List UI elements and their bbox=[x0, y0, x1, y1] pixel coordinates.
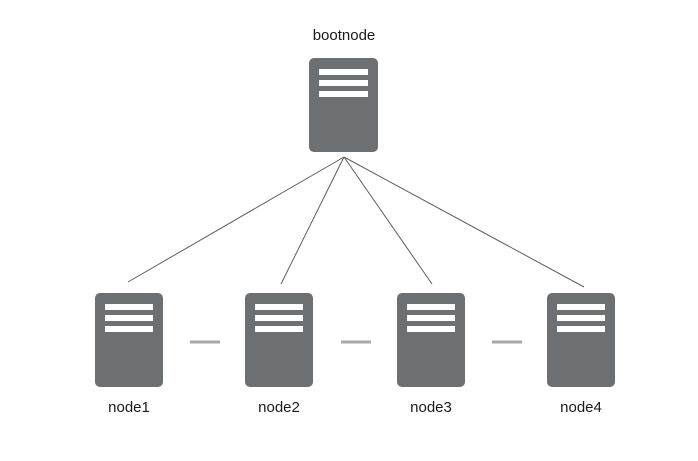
server-icon bbox=[397, 293, 465, 387]
server-icon-bars bbox=[407, 304, 455, 332]
server-icon-bars bbox=[319, 69, 368, 97]
server-icon-bars bbox=[255, 304, 303, 332]
node-label-node1: node1 bbox=[108, 399, 150, 416]
server-icon-bar bbox=[557, 315, 605, 321]
server-icon-bar bbox=[105, 304, 153, 310]
edge-bootnode-node2 bbox=[280, 156, 345, 285]
server-icon-bar bbox=[105, 315, 153, 321]
server-icon-bar bbox=[319, 80, 368, 86]
server-icon bbox=[245, 293, 313, 387]
server-icon-bar bbox=[407, 304, 455, 310]
server-icon-bars bbox=[105, 304, 153, 332]
server-icon bbox=[547, 293, 615, 387]
server-icon-bar bbox=[105, 326, 153, 332]
server-icon-bar bbox=[557, 326, 605, 332]
server-icon-bars bbox=[557, 304, 605, 332]
server-icon-bar bbox=[255, 326, 303, 332]
node-label-bootnode: bootnode bbox=[312, 27, 376, 44]
tree-edges bbox=[127, 156, 585, 288]
server-icon-bar bbox=[255, 304, 303, 310]
edge-bootnode-node1 bbox=[127, 156, 345, 283]
server-icon bbox=[309, 58, 378, 152]
node-label-node3: node3 bbox=[410, 399, 452, 416]
server-icon bbox=[95, 293, 163, 387]
node-label-node4: node4 bbox=[560, 399, 602, 416]
server-icon-bar bbox=[407, 315, 455, 321]
server-icon-bar bbox=[319, 69, 368, 75]
edge-bootnode-node3 bbox=[343, 156, 433, 285]
server-icon-bar bbox=[407, 326, 455, 332]
node-label-node2: node2 bbox=[258, 399, 300, 416]
server-icon-bar bbox=[319, 91, 368, 97]
edge-bootnode-node4 bbox=[343, 156, 585, 288]
server-icon-bar bbox=[255, 315, 303, 321]
server-icon-bar bbox=[557, 304, 605, 310]
